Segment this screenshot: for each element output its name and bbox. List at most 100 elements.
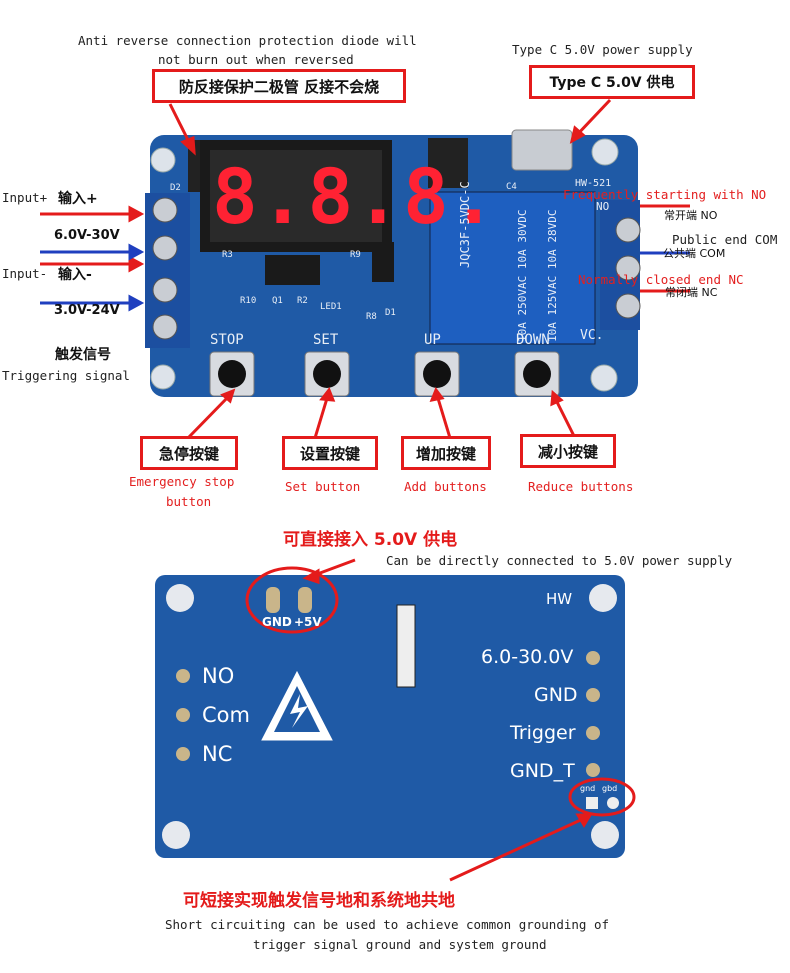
lightning-icon bbox=[290, 694, 308, 728]
usb-typec-port bbox=[511, 129, 573, 171]
com-cn: 公共端 COM bbox=[663, 247, 726, 260]
trigger-en: Triggering signal bbox=[2, 368, 130, 383]
reduce-cn: 减小按键 bbox=[537, 442, 598, 461]
set-button-cap[interactable] bbox=[313, 360, 341, 388]
relay-model: JQC3F-5VDC-C bbox=[458, 181, 472, 268]
blue-callout-arrows bbox=[40, 243, 690, 312]
typec-en: Type C 5.0V power supply bbox=[512, 42, 693, 57]
relay-rating2: 10A 125VAC 10A 28VDC bbox=[546, 209, 559, 342]
input-minus-cn: 输入- bbox=[58, 267, 92, 283]
silk-no-bottom: NO bbox=[202, 664, 235, 688]
down-button-cap[interactable] bbox=[523, 360, 551, 388]
silk-gnd2: GND bbox=[534, 684, 578, 706]
terminal-screw bbox=[615, 255, 641, 281]
short-en-line1: Short circuiting can be used to achieve … bbox=[165, 917, 610, 932]
stop-cn: 急停按键 bbox=[158, 444, 219, 463]
terminal-screw bbox=[152, 197, 178, 223]
optocoupler bbox=[265, 255, 320, 285]
jumper-callout-circle bbox=[568, 777, 636, 817]
solder-pad bbox=[586, 651, 600, 665]
set-callout-box: 设置按键 bbox=[282, 436, 378, 470]
5v-pad bbox=[298, 587, 312, 613]
stop-button-cap[interactable] bbox=[218, 360, 246, 388]
typec-cn: Type C 5.0V 供电 bbox=[549, 75, 675, 91]
add-cn: 增加按键 bbox=[415, 444, 476, 463]
mount-hole bbox=[166, 584, 194, 612]
silk-down: DOWN bbox=[516, 332, 550, 348]
diode-en-line2: not burn out when reversed bbox=[158, 52, 354, 67]
solder-pad bbox=[586, 763, 600, 777]
solder-pad bbox=[176, 669, 190, 683]
relay-rating1: 10A 250VAC 10A 30VDC bbox=[516, 209, 529, 342]
terminal-screw bbox=[152, 277, 178, 303]
set-en: Set button bbox=[285, 479, 361, 494]
stop-en-line1: Emergency stop bbox=[129, 474, 235, 489]
direct-en: Can be directly connected to 5.0V power … bbox=[386, 553, 733, 568]
silk-model: HW-521 bbox=[575, 178, 612, 189]
silk-gnd: GND bbox=[262, 615, 292, 629]
direct-cn: 可直接接入 5.0V 供电 bbox=[283, 530, 458, 550]
no-cn: 常开端 NO bbox=[664, 209, 718, 222]
reduce-en: Reduce buttons bbox=[528, 479, 634, 494]
silk-5v: +5V bbox=[294, 615, 322, 629]
solder-pad bbox=[176, 747, 190, 761]
terminal-screw bbox=[152, 235, 178, 261]
silk-gnd-t: GND_T bbox=[510, 760, 575, 782]
stop-en-line2: button bbox=[166, 494, 212, 509]
silk-com: Com bbox=[202, 703, 250, 727]
stop-callout-box: 急停按键 bbox=[140, 436, 238, 470]
silk-hw: HW bbox=[546, 590, 573, 608]
range-plus: 6.0V-30V bbox=[54, 228, 120, 243]
typec-callout-box: Type C 5.0V 供电 bbox=[529, 65, 695, 99]
input-minus-en: Input- bbox=[2, 266, 48, 281]
silk-d1: D1 bbox=[385, 308, 396, 318]
mount-hole bbox=[162, 821, 190, 849]
solder-pad bbox=[586, 688, 600, 702]
mount-hole bbox=[590, 364, 618, 392]
jumper-pad bbox=[586, 797, 598, 809]
up-button-cap[interactable] bbox=[423, 360, 451, 388]
jumper-pad bbox=[607, 797, 619, 809]
relay bbox=[429, 191, 596, 345]
silk-range: 6.0-30.0V bbox=[481, 646, 574, 668]
solder-pad bbox=[586, 726, 600, 740]
silk-nc-bottom: NC bbox=[202, 742, 233, 766]
gnd-pad bbox=[266, 587, 280, 613]
reduce-callout-box: 减小按键 bbox=[520, 434, 616, 468]
input-plus-en: Input+ bbox=[2, 190, 48, 205]
silk-set: SET bbox=[313, 332, 339, 348]
silk-r10: R10 bbox=[240, 296, 257, 306]
com-en: Public end COM bbox=[672, 232, 778, 247]
short-en-line2: trigger signal ground and system ground bbox=[253, 937, 547, 952]
diode-callout-box: 防反接保护二极管 反接不会烧 bbox=[152, 69, 406, 103]
mount-hole bbox=[150, 147, 176, 173]
add-en: Add buttons bbox=[404, 479, 487, 494]
silk-no: NO bbox=[596, 200, 610, 213]
trigger-cn: 触发信号 bbox=[55, 347, 111, 363]
mount-hole bbox=[150, 364, 176, 390]
silk-r2: R2 bbox=[297, 296, 308, 306]
silk-led1: LED1 bbox=[320, 302, 342, 312]
display-digits: 8.8.8. bbox=[212, 152, 499, 241]
led-display-face bbox=[210, 150, 382, 242]
silk-up: UP bbox=[424, 332, 441, 348]
silk-vc: VC. bbox=[580, 328, 604, 343]
bottom-pcb bbox=[155, 575, 625, 858]
set-cn: 设置按键 bbox=[299, 444, 360, 463]
callout-arrows bbox=[40, 98, 690, 882]
protection-diode bbox=[188, 140, 200, 192]
nc-en: Normally closed end NC bbox=[578, 272, 744, 287]
nc-cn: 常闭端 NC bbox=[665, 286, 718, 299]
mount-hole bbox=[591, 821, 619, 849]
regulator-chip bbox=[428, 138, 468, 188]
mount-hole bbox=[589, 584, 617, 612]
5v-callout-circle bbox=[245, 566, 339, 634]
short-cn: 可短接实现触发信号地和系统地共地 bbox=[183, 891, 455, 911]
diode-d1 bbox=[372, 242, 394, 282]
solder-pad bbox=[176, 708, 190, 722]
input-plus-cn: 输入+ bbox=[58, 191, 98, 207]
add-callout-box: 增加按键 bbox=[401, 436, 491, 470]
silk-gnd-small: gnd bbox=[580, 784, 596, 793]
pin-header bbox=[396, 604, 416, 688]
